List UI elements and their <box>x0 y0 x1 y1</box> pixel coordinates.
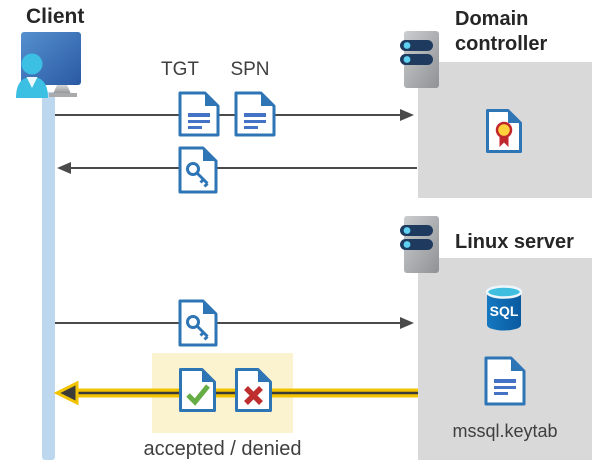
client-label: Client <box>26 5 85 28</box>
key-document-icon-linux <box>177 298 219 348</box>
tgt-document-icon <box>177 90 221 138</box>
sql-database-icon: SQL <box>485 284 523 332</box>
arrow-dc-to-client <box>57 162 417 174</box>
keytab-document-icon <box>483 355 527 407</box>
sql-label: SQL <box>490 303 519 319</box>
linux-server-label: Linux server <box>455 231 574 253</box>
client-lifeline <box>42 92 55 460</box>
person-icon <box>16 53 48 98</box>
server-icon-domain-controller <box>399 30 441 90</box>
client-icon <box>13 24 83 98</box>
accepted-denied-label: accepted / denied <box>143 438 302 460</box>
spn-document-icon <box>233 90 277 138</box>
server-icon-linux <box>399 215 441 275</box>
keytab-label: mssql.keytab <box>452 421 558 441</box>
key-document-icon-dc <box>177 145 219 195</box>
check-document-icon <box>178 367 217 413</box>
arrow-client-to-linux <box>55 317 414 329</box>
spn-label: SPN <box>230 59 270 80</box>
tgt-label: TGT <box>161 59 199 80</box>
domain-controller-label: Domain controller <box>455 8 548 55</box>
certificate-icon <box>485 108 523 154</box>
x-document-icon <box>234 367 273 413</box>
